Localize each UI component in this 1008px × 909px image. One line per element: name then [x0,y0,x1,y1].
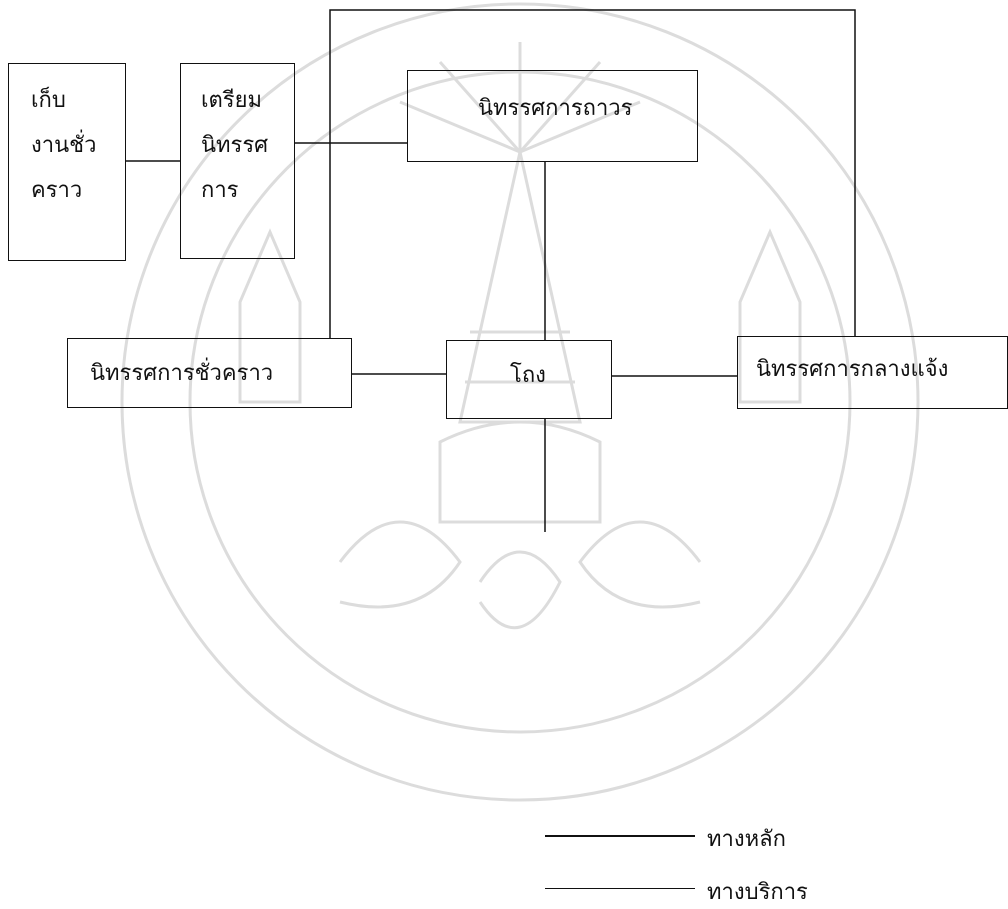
node-outdoor-exhibition: นิทรรศการกลางแจ้ง [737,336,1008,409]
node-preparation-line: การ [201,178,239,203]
node-storage-line: คราว [31,178,83,203]
legend-service-route: ทางบริการ [545,874,1005,905]
legend-service-route-label: ทางบริการ [707,880,808,905]
node-permanent-exhibition-label: นิทรรศการถาวร [478,96,633,121]
node-preparation: เตรียม นิทรรศ การ [180,63,295,259]
legend-main-route: ทางหลัก [545,821,1005,852]
node-hall-label: โถง [510,363,546,388]
edge-temporary-outdoor-loop [329,9,856,338]
node-temporary-exhibition-label: นิทรรศการชั่วคราว [90,361,274,386]
legend-main-route-label: ทางหลัก [707,827,786,852]
node-permanent-exhibition: นิทรรศการถาวร [407,70,698,162]
legend-main-route-line [545,835,695,837]
node-preparation-line: นิทรรศ [201,133,269,158]
node-preparation-line: เตรียม [201,88,263,113]
node-outdoor-exhibition-label: นิทรรศการกลางแจ้ง [756,357,949,382]
node-storage-line: งานชั่ว [31,133,97,158]
node-hall: โถง [446,340,612,419]
node-storage-line: เก็บ [31,88,66,113]
node-storage: เก็บ งานชั่ว คราว [8,63,126,261]
node-temporary-exhibition: นิทรรศการชั่วคราว [67,338,352,408]
legend-service-route-line [545,888,695,889]
